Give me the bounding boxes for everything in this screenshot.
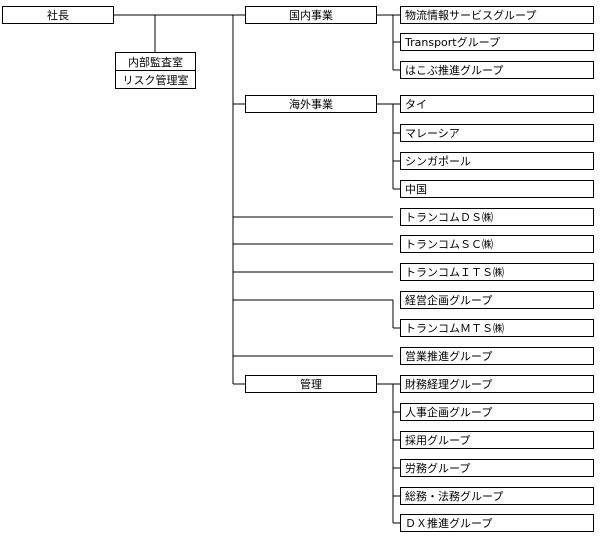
unit-box: はこぶ推進グループ (400, 61, 594, 79)
unit-label: トランコムＤＳ㈱ (405, 210, 493, 224)
unit-label: ＤＸ推進グループ (405, 516, 493, 530)
domestic-division-label: 国内事業 (289, 8, 333, 22)
unit-label: 財務経理グループ (405, 377, 493, 391)
unit-box: 労務グループ (400, 459, 594, 477)
unit-box: タイ (400, 95, 594, 113)
unit-box: 物流情報サービスグループ (400, 6, 594, 24)
unit-label: Transportグループ (405, 35, 500, 49)
unit-label: トランコムＩＴＳ㈱ (405, 265, 504, 279)
unit-label: タイ (405, 97, 427, 111)
unit-box: 採用グループ (400, 431, 594, 449)
staff-units-box: 内部監査室 リスク管理室 (115, 52, 196, 89)
unit-label: はこぶ推進グループ (405, 63, 504, 77)
unit-box: トランコムＭＴＳ㈱ (400, 319, 594, 337)
unit-label: 総務・法務グループ (405, 489, 504, 503)
unit-box: トランコムＤＳ㈱ (400, 208, 594, 226)
unit-label: トランコムＭＴＳ㈱ (405, 321, 504, 335)
unit-label: 人事企画グループ (405, 405, 493, 419)
unit-box: 人事企画グループ (400, 403, 594, 421)
unit-box: 営業推進グループ (400, 347, 594, 365)
unit-box: Transportグループ (400, 33, 594, 51)
management-division-box: 管理 (245, 375, 377, 393)
overseas-division-label: 海外事業 (289, 97, 333, 111)
unit-label: 労務グループ (405, 461, 471, 475)
unit-box: ＤＸ推進グループ (400, 514, 594, 532)
unit-label: シンガポール (405, 154, 471, 168)
overseas-division-box: 海外事業 (245, 95, 377, 113)
domestic-division-box: 国内事業 (245, 6, 377, 24)
president-label: 社長 (47, 8, 69, 22)
unit-box: 総務・法務グループ (400, 487, 594, 505)
unit-label: 物流情報サービスグループ (405, 8, 537, 22)
unit-box: 財務経理グループ (400, 375, 594, 393)
president-box: 社長 (2, 6, 114, 24)
unit-box: トランコムＳＣ㈱ (400, 235, 594, 253)
unit-box: トランコムＩＴＳ㈱ (400, 263, 594, 281)
management-division-label: 管理 (300, 377, 322, 391)
unit-box: シンガポール (400, 152, 594, 170)
internal-audit-office: 内部監査室 (128, 55, 183, 69)
risk-management-office: リスク管理室 (116, 70, 195, 88)
unit-label: トランコムＳＣ㈱ (405, 237, 493, 251)
unit-box: 経営企画グループ (400, 291, 594, 309)
unit-label: 採用グループ (405, 433, 471, 447)
unit-label: 営業推進グループ (405, 349, 493, 363)
unit-label: 経営企画グループ (405, 293, 493, 307)
unit-label: マレーシア (405, 126, 460, 140)
unit-box: 中国 (400, 180, 594, 198)
unit-label: 中国 (405, 182, 427, 196)
unit-box: マレーシア (400, 124, 594, 142)
